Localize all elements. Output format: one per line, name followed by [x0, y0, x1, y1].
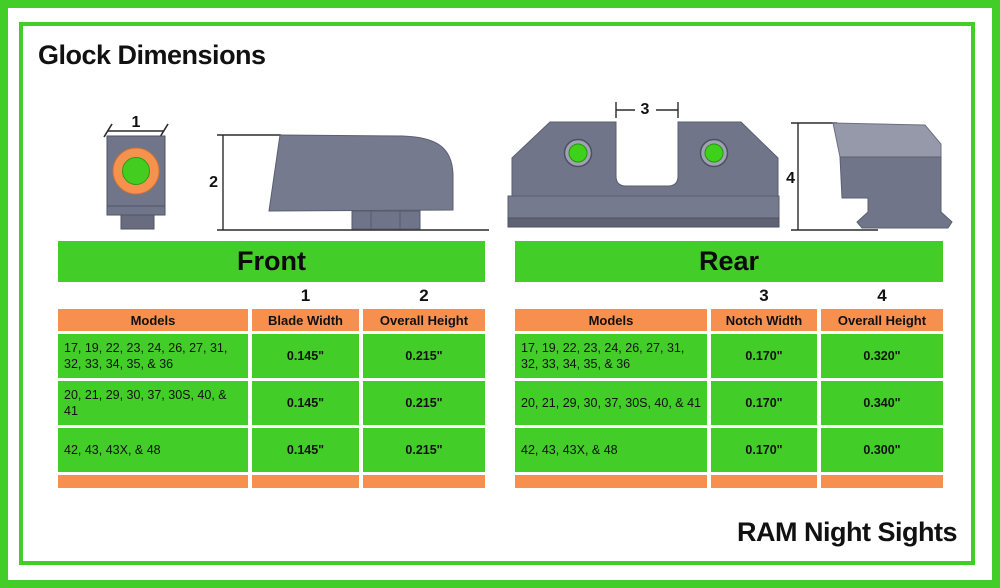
table-cell-models: 20, 21, 29, 30, 37, 30S, 40, & 41 — [515, 381, 707, 425]
table-cell-blade-width: 0.145" — [252, 334, 359, 378]
table-footer-strip — [711, 475, 817, 488]
page-title: Glock Dimensions — [38, 40, 266, 70]
front-sight-front-view: 1 — [103, 114, 169, 230]
table-cell-blade-width: 0.145" — [252, 381, 359, 425]
front-header-models: Models — [58, 309, 248, 331]
table-cell-overall-height: 0.320" — [821, 334, 943, 378]
front-sight-post — [120, 214, 155, 230]
table-cell-models: 20, 21, 29, 30, 37, 30S, 40, & 41 — [58, 381, 248, 425]
dim-label-4: 4 — [786, 170, 795, 187]
rear-col-number-4: 4 — [877, 286, 887, 305]
table-footer-strip — [515, 475, 707, 488]
table-cell-models: 17, 19, 22, 23, 24, 26, 27, 31, 32, 33, … — [58, 334, 248, 378]
rear-sight-side-view: 4 — [786, 122, 953, 231]
table-cell-overall-height: 0.215" — [363, 334, 485, 378]
rear-header-overall-height: Overall Height — [821, 309, 943, 331]
front-dot-green — [122, 157, 150, 185]
table-cell-models: 42, 43, 43X, & 48 — [58, 428, 248, 472]
dim-label-2: 2 — [209, 174, 218, 191]
front-col-number-2: 2 — [419, 286, 429, 305]
front-header-blade-width: Blade Width — [252, 309, 359, 331]
rear-header-notch-width: Notch Width — [711, 309, 817, 331]
table-footer-strip — [363, 475, 485, 488]
brand-name: RAM Night Sights — [737, 517, 957, 547]
table-cell-overall-height: 0.215" — [363, 381, 485, 425]
table-cell-notch-width: 0.170" — [711, 428, 817, 472]
rear-dot-left-green — [568, 143, 588, 163]
rear-dimensions-table: Models Notch Width Overall Height 17, 19… — [515, 309, 943, 488]
front-col-number-1: 1 — [300, 286, 311, 305]
table-cell-models: 42, 43, 43X, & 48 — [515, 428, 707, 472]
table-cell-overall-height: 0.215" — [363, 428, 485, 472]
rear-header-models: Models — [515, 309, 707, 331]
front-dimensions-table: Models Blade Width Overall Height 17, 19… — [58, 309, 485, 488]
table-cell-overall-height: 0.300" — [821, 428, 943, 472]
table-cell-notch-width: 0.170" — [711, 381, 817, 425]
table-footer-strip — [252, 475, 359, 488]
dim-label-3: 3 — [641, 101, 650, 118]
table-footer-strip — [821, 475, 943, 488]
table-cell-blade-width: 0.145" — [252, 428, 359, 472]
table-cell-models: 17, 19, 22, 23, 24, 26, 27, 31, 32, 33, … — [515, 334, 707, 378]
rear-section-banner: Rear — [515, 241, 943, 282]
rear-col-number-3: 3 — [759, 286, 769, 305]
dim-label-1: 1 — [132, 114, 141, 131]
front-header-overall-height: Overall Height — [363, 309, 485, 331]
front-section-banner: Front — [58, 241, 485, 282]
table-footer-strip — [58, 475, 248, 488]
table-cell-overall-height: 0.340" — [821, 381, 943, 425]
table-cell-notch-width: 0.170" — [711, 334, 817, 378]
rear-dot-right-green — [704, 143, 724, 163]
front-sight-side-view: 2 — [209, 134, 489, 231]
rear-sight-rear-view: 3 — [507, 101, 780, 228]
